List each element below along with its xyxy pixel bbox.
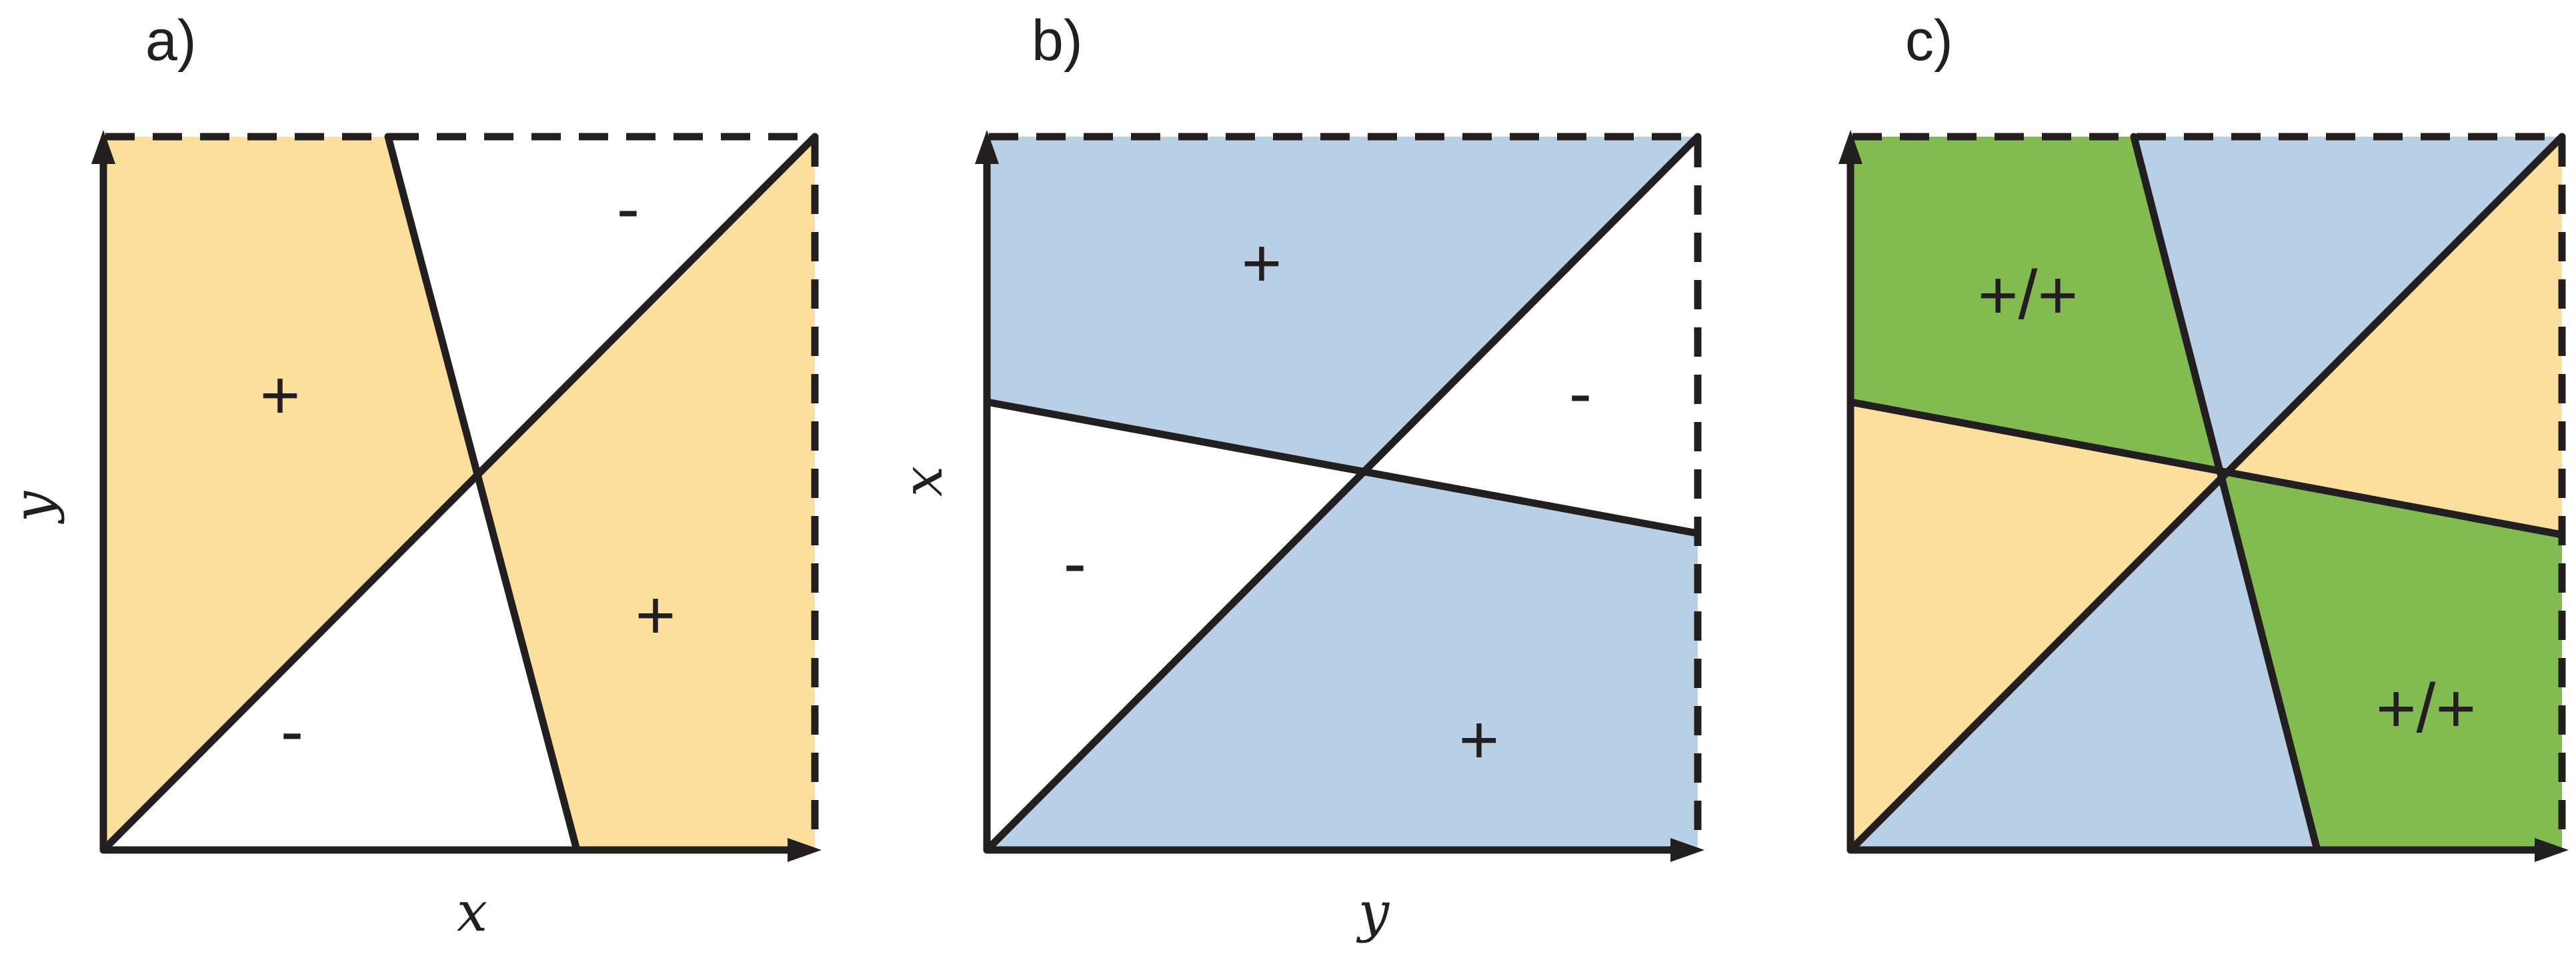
panel-b: b) y x + - - + (892, 9, 1704, 944)
panel-a-y-axis-label: y (2, 490, 65, 525)
panel-a-region-label-top: - (617, 170, 640, 247)
panel-b-region-label-top: + (1242, 225, 1282, 302)
panel-b-y-axis-label: x (892, 466, 955, 497)
panel-c-region-label-top-left: +/+ (1978, 257, 2078, 334)
panel-c-steep-line (2130, 133, 2321, 854)
panel-c-region-top-left-green (1850, 137, 2221, 472)
panel-c-region-bottom-right-green (2221, 472, 2562, 850)
panel-a-steep-line (384, 133, 581, 854)
panel-c-region-left-orange (1850, 402, 2221, 850)
panel-b-shallow-line (983, 398, 1702, 537)
panel-b-region-label-right: - (1569, 355, 1592, 432)
panel-b-region-bottom (987, 473, 1698, 850)
panel-b-region-top (987, 137, 1698, 473)
panel-b-x-arrowhead (1670, 838, 1704, 862)
panel-a-y-arrowhead (91, 130, 115, 164)
panel-a-region-label-right: + (635, 577, 676, 654)
panel-a-region-right (476, 137, 815, 850)
panel-a-label: a) (145, 9, 196, 73)
panel-c-region-bottom-blue (1850, 472, 2317, 850)
panel-b-label: b) (1032, 9, 1082, 73)
panel-c-diagonal-line (1846, 133, 2566, 854)
panel-b-diagonal-line (983, 133, 1702, 854)
panel-a-region-label-upper-left: + (260, 357, 301, 434)
panel-a-x-arrowhead (788, 838, 822, 862)
panel-a: a) x y + - + - (2, 9, 822, 944)
panel-c-shallow-line (1846, 398, 2566, 539)
panel-c-x-arrowhead (2535, 838, 2569, 862)
panel-b-y-arrowhead (975, 130, 999, 164)
panel-c-region-top-blue (2134, 137, 2562, 472)
panel-a-x-axis-label: x (457, 881, 487, 944)
panel-c-label: c) (1905, 9, 1953, 73)
panel-b-region-label-left: - (1064, 525, 1087, 602)
panel-a-diagonal-line (99, 133, 819, 854)
panel-c: c) +/+ +/+ (1838, 9, 2569, 862)
panel-a-region-label-bottom: - (281, 693, 304, 770)
panel-a-region-upper-left (103, 137, 476, 850)
panel-b-x-axis-label: y (1356, 881, 1390, 944)
panel-b-region-label-bottom: + (1459, 701, 1500, 779)
panel-c-region-right-orange (2221, 137, 2562, 535)
panel-c-y-arrowhead (1838, 130, 1862, 164)
panel-c-region-label-bottom-right: +/+ (2376, 670, 2476, 747)
